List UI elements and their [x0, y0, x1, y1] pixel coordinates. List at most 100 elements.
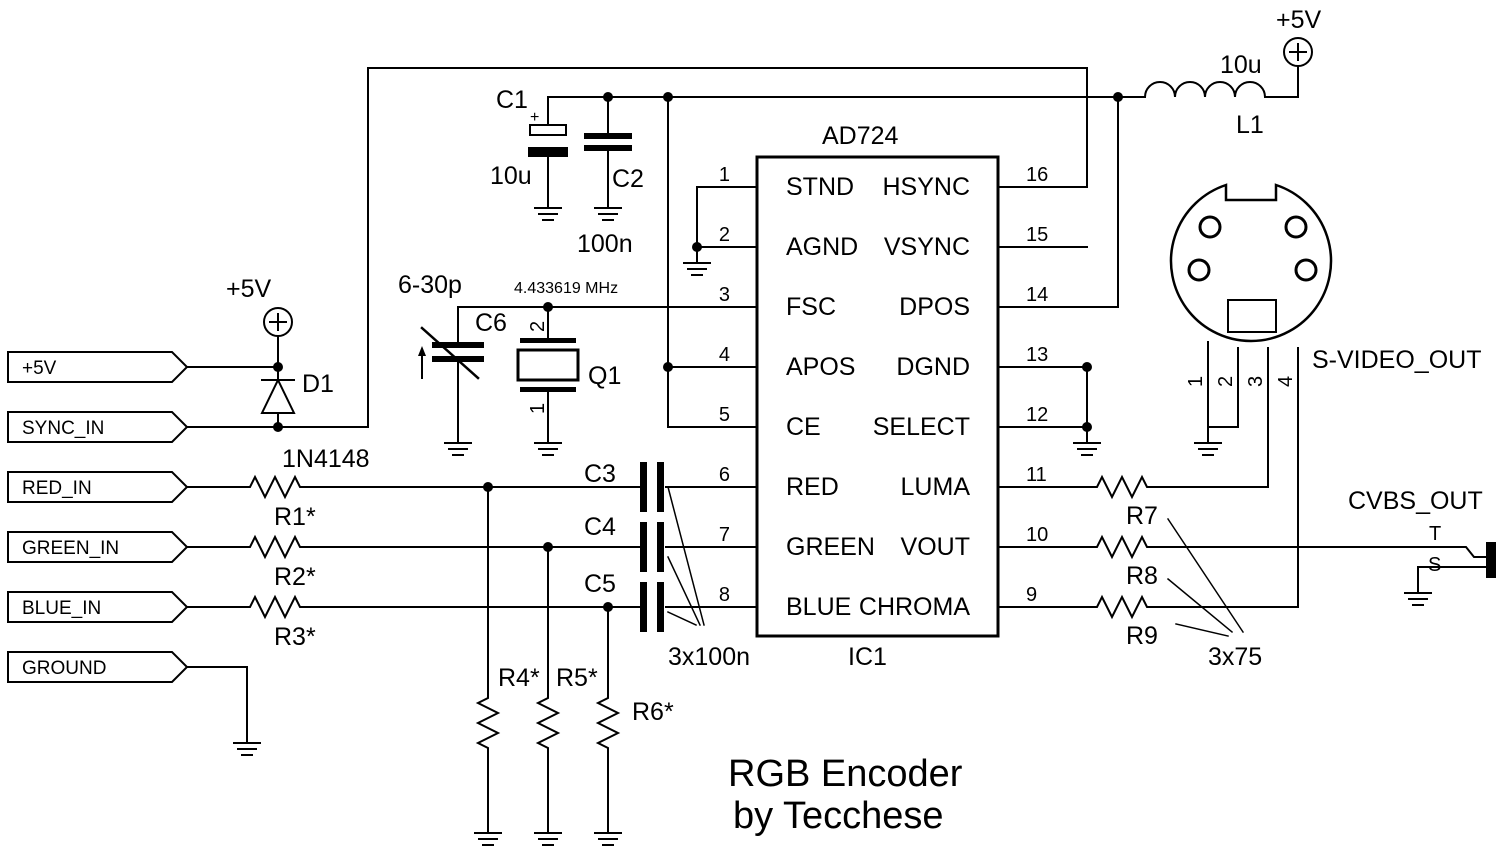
- ic-pin-number: 12: [1026, 404, 1048, 426]
- q1-label: Q1: [588, 362, 621, 390]
- cvbs-s: S: [1428, 554, 1441, 576]
- d1-vcc-icon: [263, 307, 293, 337]
- ic-pin-name: GREEN: [786, 533, 875, 561]
- ic-pin-number: 5: [719, 404, 730, 426]
- c1-plus: +: [530, 109, 539, 126]
- ic-pin-name: SELECT: [873, 413, 970, 441]
- port-label: SYNC_IN: [22, 418, 104, 439]
- c5-label: C5: [584, 570, 616, 598]
- c6-gnd-icon: [444, 434, 472, 456]
- c5-capacitor: [640, 582, 664, 632]
- cvbs-jack: [1486, 542, 1496, 578]
- ic-pin-name: VSYNC: [884, 233, 970, 261]
- r9-resistor: [1086, 596, 1158, 618]
- r2-resistor: [239, 536, 311, 558]
- ic-part: AD724: [822, 122, 899, 150]
- c2-value: 100n: [577, 230, 633, 258]
- q1-pin2: 2: [527, 321, 549, 332]
- r2-label: R2*: [274, 563, 316, 591]
- port-flag: [7, 351, 189, 383]
- r5-label: R5*: [556, 664, 598, 692]
- r4-label: R4*: [498, 664, 540, 692]
- l1-inductor: [1143, 81, 1267, 99]
- ic-pin-number: 8: [719, 584, 730, 606]
- ic-pin-number: 16: [1026, 164, 1048, 186]
- ic-pin-name: VOUT: [901, 533, 970, 561]
- ic-pin-name: RED: [786, 473, 839, 501]
- ic-pin-name: HSYNC: [882, 173, 970, 201]
- r5-gnd-icon: [534, 824, 562, 846]
- q1-gnd-icon: [534, 434, 562, 456]
- r4-gnd-icon: [474, 824, 502, 846]
- c1-gnd-icon: [534, 199, 562, 221]
- ic-pin-number: 7: [719, 524, 730, 546]
- r6-resistor: [597, 689, 619, 757]
- title-line2: by Tecchese: [733, 795, 944, 837]
- l1-supply-label: +5V: [1276, 6, 1322, 34]
- svideo-label: S-VIDEO_OUT: [1312, 346, 1481, 374]
- ic-pin-name: STND: [786, 173, 854, 201]
- r8-resistor: [1086, 536, 1158, 558]
- port-label: GREEN_IN: [22, 538, 119, 559]
- c6-value: 6-30p: [398, 271, 462, 299]
- r3-resistor: [239, 596, 311, 618]
- c4-label: C4: [584, 513, 616, 541]
- q1-crystal: [516, 338, 580, 392]
- c1-capacitor: [528, 124, 568, 157]
- ic-pin-number: 3: [719, 284, 730, 306]
- port-flag: [7, 651, 189, 683]
- ic-pin-number: 9: [1026, 584, 1037, 606]
- port-flag: [7, 591, 189, 623]
- r3-label: R3*: [274, 623, 316, 651]
- ic-pin-number: 4: [719, 344, 730, 366]
- cvbs-t: T: [1429, 523, 1441, 545]
- c6-trimmer-capacitor: [418, 326, 484, 380]
- d1-value: 1N4148: [282, 445, 370, 473]
- port-label: +5V: [22, 358, 57, 379]
- l1-vcc-icon: [1283, 37, 1313, 67]
- agnd-gnd-icon: [683, 254, 711, 276]
- ic-pin-name: CHROMA: [859, 593, 970, 621]
- ic-pin-number: 10: [1026, 524, 1048, 546]
- r9-label: R9: [1126, 622, 1158, 650]
- port-label: GROUND: [22, 658, 106, 679]
- q1-frequency: 4.433619 MHz: [514, 280, 618, 297]
- ic-pin-name: BLUE: [786, 593, 851, 621]
- ic-ref: IC1: [848, 643, 887, 671]
- l1-value: 10u: [1220, 51, 1262, 79]
- r1-resistor: [239, 476, 311, 498]
- c2-gnd-icon: [594, 199, 622, 221]
- r5-resistor: [537, 689, 559, 757]
- ic-pin-name: CE: [786, 413, 821, 441]
- r8-label: R8: [1126, 562, 1158, 590]
- s-video-connector: [1169, 183, 1333, 343]
- c1-value: 10u: [490, 162, 532, 190]
- c6-label: C6: [475, 309, 507, 337]
- dgnd-gnd-icon: [1073, 434, 1101, 456]
- d1-diode: [260, 377, 296, 428]
- r6-label: R6*: [632, 698, 674, 726]
- input-ports: +5V SYNC_IN RED_IN GREEN_IN BLUE_IN GROUND: [7, 351, 189, 683]
- c345-value: 3x100n: [668, 643, 750, 671]
- d1-label: D1: [302, 370, 334, 398]
- port-label: BLUE_IN: [22, 598, 101, 619]
- title-line1: RGB Encoder: [728, 753, 963, 795]
- ic-pin-number: 1: [719, 164, 730, 186]
- ground-port-gnd-icon: [233, 734, 261, 756]
- ic-pin-name: FSC: [786, 293, 836, 321]
- ic-pin-number: 6: [719, 464, 730, 486]
- ic-pin-name: DPOS: [899, 293, 970, 321]
- ic-pin-name: APOS: [786, 353, 855, 381]
- ic-pin-number: 2: [719, 224, 730, 246]
- ic1-ad724: AD724 IC1: [547, 122, 1119, 671]
- c3-label: C3: [584, 460, 616, 488]
- r7-label: R7: [1126, 502, 1158, 530]
- r7-resistor: [1086, 476, 1158, 498]
- port-flag: [7, 471, 189, 503]
- svideo-pin2: 2: [1215, 376, 1237, 387]
- ic-pin-number: 15: [1026, 224, 1048, 246]
- ic-pin-name: DGND: [896, 353, 970, 381]
- port-label: RED_IN: [22, 478, 92, 499]
- cvbs-gnd-icon: [1404, 584, 1432, 606]
